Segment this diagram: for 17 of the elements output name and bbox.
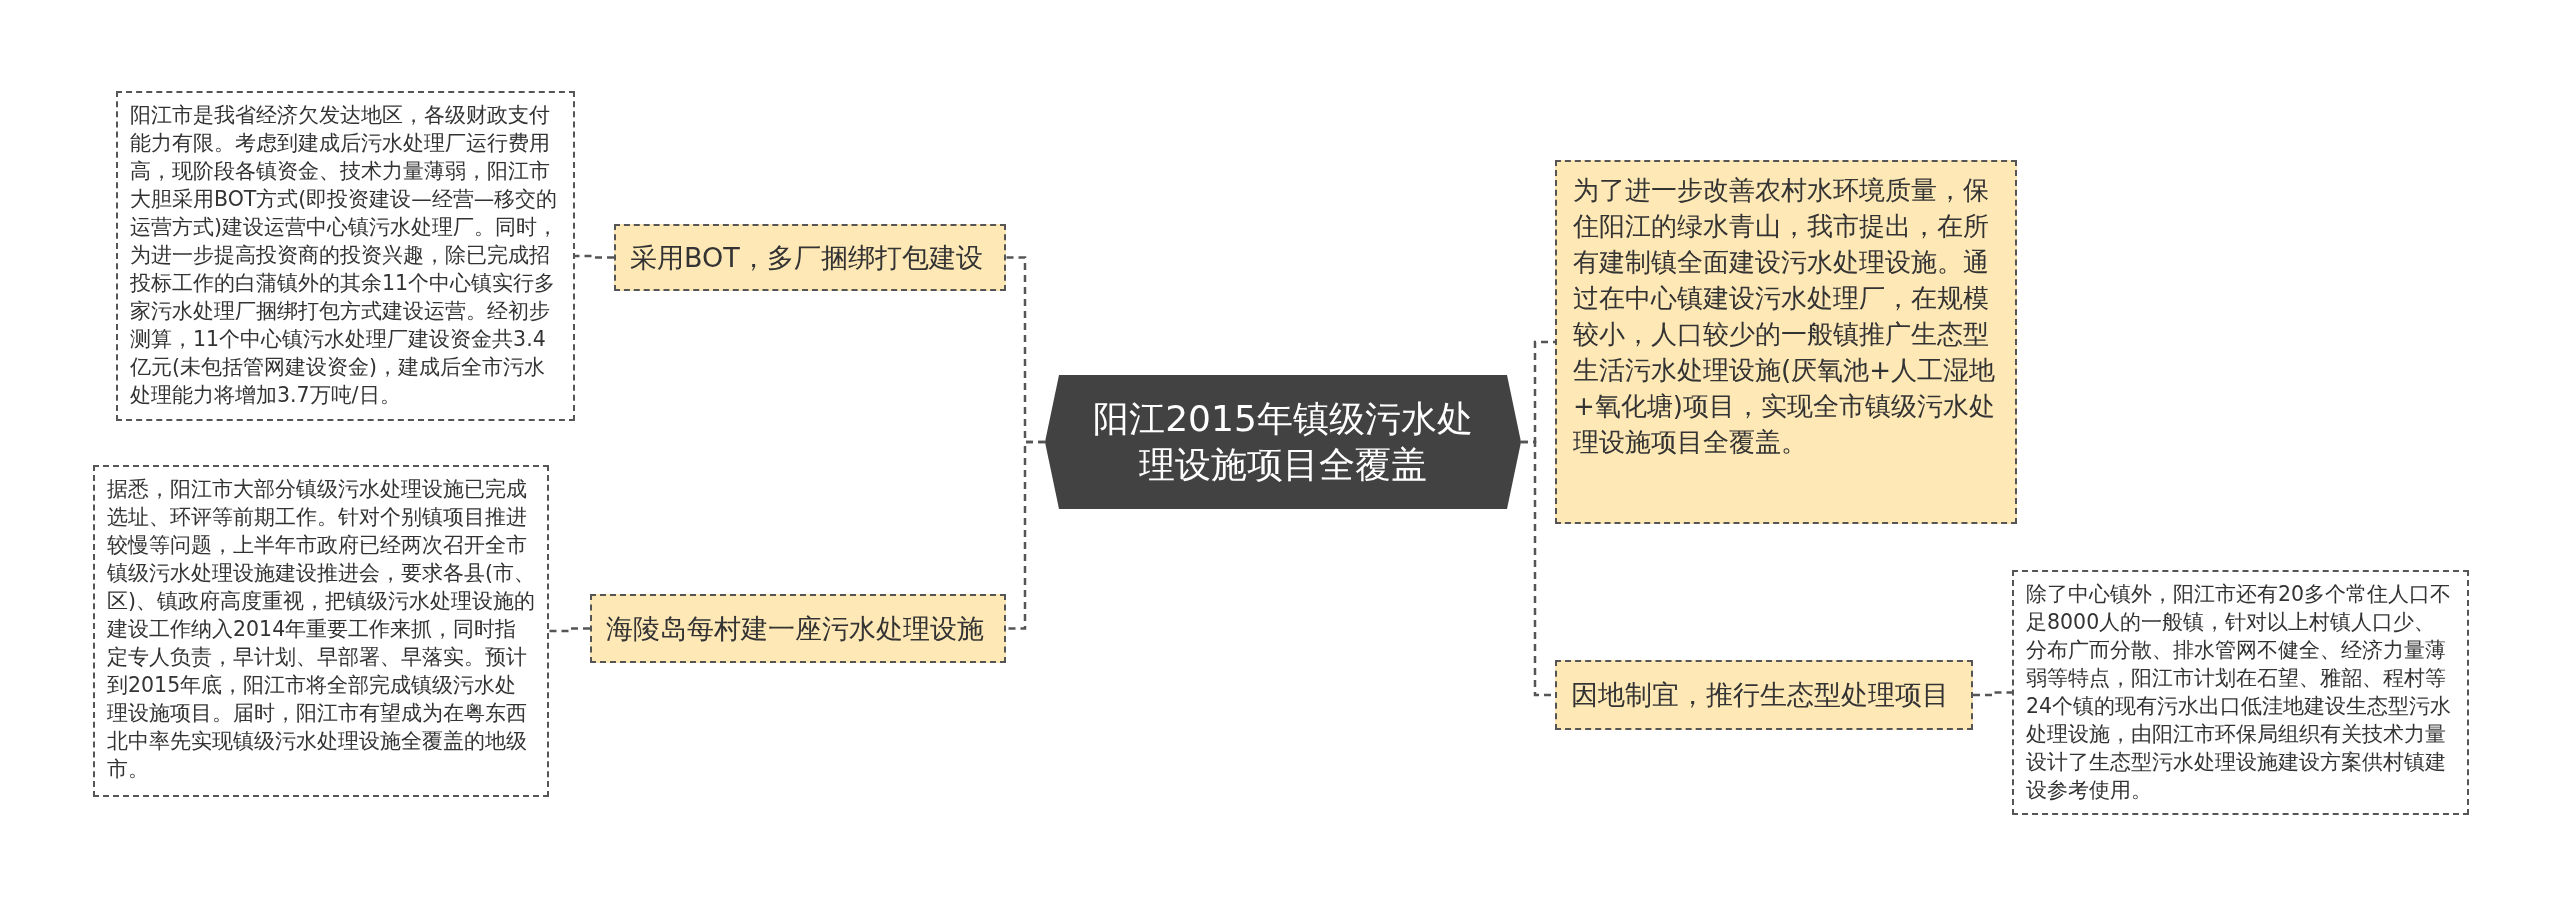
topic-box	[1555, 160, 2017, 524]
note-text: 为了进一步改善农村水环境质量，保住阳江的绿水青山，我市提出，在所有建制镇全面建设污水处理设施。通过在中心镇建设污水处理厂，在规模较小，人口较少的一般镇推广生态型生活污水处理设施(厌氧池+人工湿地+氧化塘)项目，实现全市镇级污水处理设施项目全覆盖。	[1573, 174, 1996, 459]
topic-box	[590, 594, 1006, 663]
note-text: 阳江市是我省经济欠发达地区，各级财政支付能力有限。考虑到建成后污水处理厂运行费用高，现阶段各镇资金、技术力量薄弱，阳江市大胆采用BOT方式(即投资建设—经营—移交的运营方式)建设运营中心镇污水处理厂。同时，为进一步提高投资商的投资兴趣，除已完成招投标工作的白蒲镇外的其余11个中心镇实行多家污水处理厂捆绑打包方式建设运营。经初步测算，11个中心镇污水处理厂建设资金共3.4亿元(未包括管网建设资金)，建成后全市污水处理能力将增加3.7万吨/日。	[130, 102, 559, 409]
topic-text: 采用BOT，多厂捆绑打包建设	[630, 240, 983, 275]
connector-line	[1006, 440, 1045, 630]
title-text: 阳江2015年镇级污水处理设施项目全覆盖	[1092, 397, 1474, 487]
central-topic-hexagon	[1045, 375, 1521, 509]
topic-text: 因地制宜，推行生态型处理项目	[1571, 678, 1949, 712]
topic-text: 海陵岛每村建一座污水处理设施	[606, 611, 984, 646]
topic-box	[1555, 660, 1973, 730]
topic-box	[614, 224, 1006, 291]
connector-line	[575, 254, 614, 259]
note-text: 据悉，阳江市大部分镇级污水处理设施已完成选址、环评等前期工作。针对个别镇项目推进较慢等问题，上半年市政府已经两次召开全市镇级污水处理设施建设推进会，要求各县(市、区)、镇政府高度重视，把镇级污水处理设施的建设工作纳入2014年重要工作来抓，同时指定专人负责，早计划、早部署、早落实。预计到2015年底，阳江市将全部完成镇级污水处理设施项目。届时，阳江市有望成为在粤东西北中率先实现镇级污水处理设施全覆盖的地级市。	[107, 476, 535, 783]
connector-line	[549, 627, 590, 633]
note-text: 除了中心镇外，阳江市还有20多个常住人口不足8000人的一般镇，针对以上村镇人口少、分布广而分散、排水管网不健全、经济力量薄弱等特点，阳江市计划在石望、雅韶、程村等24个镇的现有污水出口低洼地建设生态型污水处理设施，由阳江市环保局组织有关技术力量设计了生态型污水处理设施建设方案供村镇建设参考使用。	[2026, 581, 2453, 804]
connector-line	[1973, 691, 2012, 697]
